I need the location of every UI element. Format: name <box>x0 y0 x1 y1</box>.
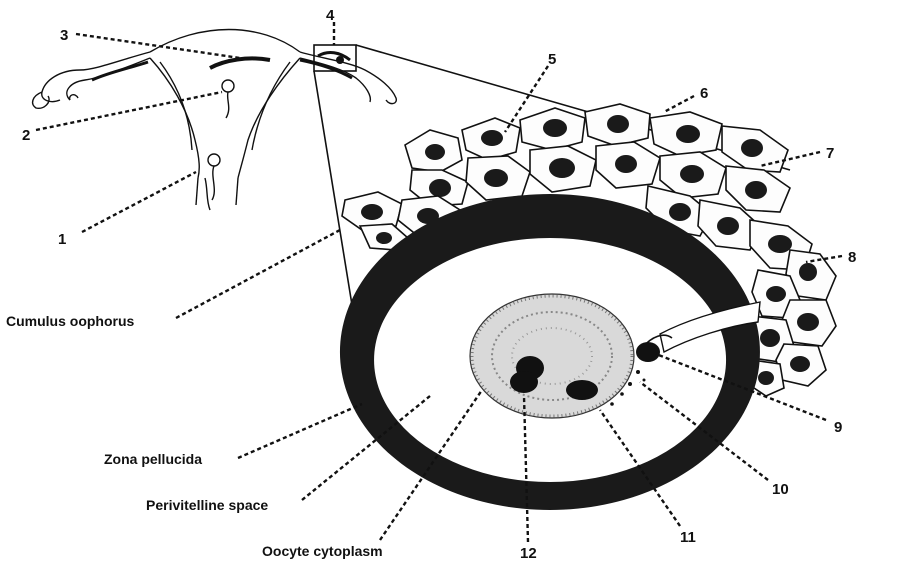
label-9: 9 <box>834 419 842 436</box>
label-6: 6 <box>700 85 708 102</box>
label-4: 4 <box>326 7 335 24</box>
label-5: 5 <box>548 51 556 68</box>
label-3: 3 <box>60 27 68 44</box>
term-labels: Cumulus oophorus Zona pellucida Perivite… <box>6 313 383 559</box>
label-10: 10 <box>772 481 789 498</box>
label-8: 8 <box>848 249 856 266</box>
oocyte <box>470 294 660 418</box>
label-perivitelline-space: Perivitelline space <box>146 497 268 513</box>
label-12: 12 <box>520 545 537 562</box>
label-11: 11 <box>680 529 696 546</box>
label-cumulus-oophorus: Cumulus oophorus <box>6 313 135 329</box>
label-2: 2 <box>22 127 30 144</box>
label-7: 7 <box>826 145 834 162</box>
label-1: 1 <box>58 231 66 248</box>
label-zona-pellucida: Zona pellucida <box>104 451 202 467</box>
label-oocyte-cytoplasm: Oocyte cytoplasm <box>262 543 383 559</box>
